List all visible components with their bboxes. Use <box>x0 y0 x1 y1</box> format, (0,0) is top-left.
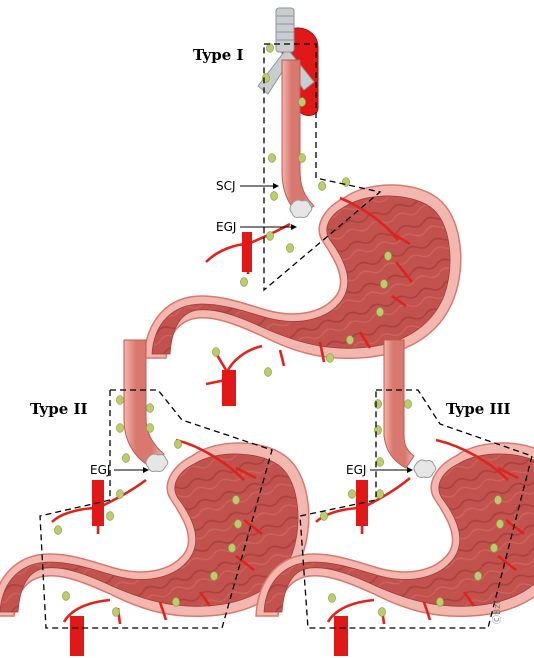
scj-label: SCJ <box>216 179 236 193</box>
type-1-zone-boundary <box>263 43 382 292</box>
type-2-zone-boundary <box>39 389 273 629</box>
type-3-zone-boundary <box>299 389 533 629</box>
type-1-panel: Type I SCJ EGJ <box>143 7 462 406</box>
egj-label-type-1: EGJ <box>216 220 236 234</box>
egj-label-type-2: EGJ <box>90 463 110 477</box>
tumor <box>145 453 169 472</box>
type-3-panel: Type III EGJ ⒸBzl <box>255 339 534 656</box>
type-1-label: Type I <box>193 46 244 64</box>
tumor <box>413 459 437 478</box>
type-3-label: Type III <box>446 400 511 418</box>
type-2-panel: Type II EGJ <box>0 339 310 656</box>
egj-label-type-3: EGJ <box>346 463 366 477</box>
aorta-segment <box>222 370 236 406</box>
aorta-segment <box>334 616 348 656</box>
illustrator-credit: ⒸBzl <box>492 602 503 624</box>
tumor <box>289 199 313 218</box>
aorta-segment <box>242 232 252 272</box>
esophagus <box>383 339 415 469</box>
type-2-label: Type II <box>30 400 88 418</box>
aorta-segment <box>70 616 84 656</box>
esophagus <box>123 339 165 465</box>
esophagus <box>281 59 315 215</box>
